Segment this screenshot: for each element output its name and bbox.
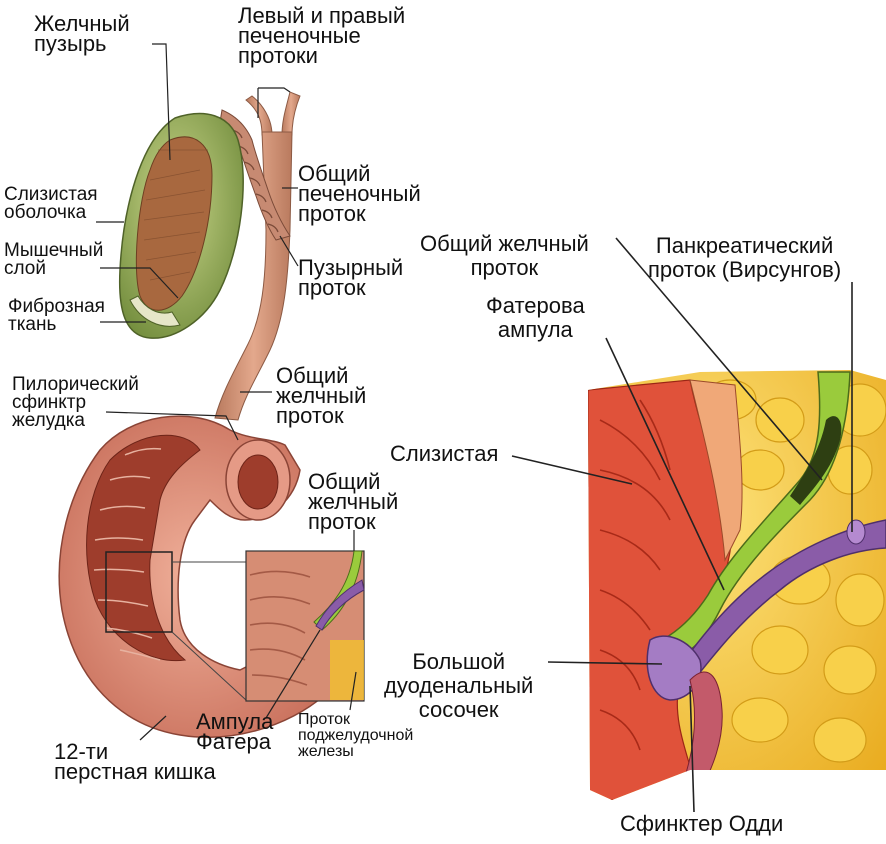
zoom-line-bottom [171,631,247,701]
label-right-common-bile-duct: Общий желчный проток [420,232,589,280]
label-line: перстная кишка [54,759,216,784]
label-gallbladder: Желчный пузырь [34,11,130,56]
label-fibrous-tissue: Фиброзная ткань [8,296,105,335]
label-line: дуоденальный [384,673,534,698]
cystic-duct-folds [231,129,279,233]
label-line: Левый и правый [238,3,406,28]
label-mucosa-left: Слизистая оболочка [4,184,98,223]
label-line: Общий [276,363,349,388]
label-right-major-papilla: Большой дуоденальный сосочек [384,650,533,722]
gallbladder-cut-layer [129,295,181,327]
inset-folds [249,570,311,686]
label-common-hepatic-duct: Общий печеночный проток [298,161,421,226]
label-line: желчный [276,383,367,408]
label-line: Общий [298,161,371,186]
label-line: желудка [12,410,85,431]
label-line: проток (Вирсунгов) [648,257,842,282]
label-line: проток [308,509,376,534]
label-line: поджелудочной [298,727,414,744]
label-common-bile-duct-1: Общий желчный проток [276,363,367,428]
leader-lines-left [96,43,357,741]
label-line: Пузырный [298,255,404,280]
label-ampulla: Ампула Фатера [196,709,274,754]
label-right-mucosa: Слизистая [390,442,498,466]
pylorus-lumen [237,454,279,510]
hepatic-duct-right [281,91,301,136]
label-line: проток [298,275,366,300]
label-line: Фатера [196,729,272,754]
papilla-cross-section [588,370,886,800]
label-line: ампула [497,317,573,342]
zoom-frame [105,551,173,633]
label-line: Фатерова [486,293,585,318]
gallbladder-texture [143,149,208,281]
label-line: Желчный [34,11,130,36]
right-bile-duct-lumen [790,416,842,505]
duodenum-folds [93,447,162,661]
gallbladder-lumen [135,136,213,311]
label-line: оболочка [4,202,87,223]
label-line: слой [4,258,46,279]
label-pancreatic-duct-small: Проток поджелудочной железы [298,712,413,760]
label-line: Общий желчный [420,231,589,256]
muscle-layer [689,379,743,562]
duodenum-lumen [86,434,201,662]
label-line: Слизистая [390,441,499,466]
label-duodenum: 12-ти перстная кишка [54,739,216,784]
label-line: Слизистая [4,184,98,205]
oddi-sphincter-shape [679,671,723,791]
label-line: проток [470,255,539,280]
leader-lines-right [511,237,853,813]
label-line: желчный [308,489,399,514]
inset-fat [330,640,364,700]
label-line: Ампула [196,709,274,734]
label-line: Мышечный [4,240,104,261]
label-pyloric-sphincter: Пилорический сфинктр желудка [12,374,139,431]
label-line: Общий [308,469,381,494]
label-line: Панкреатический [655,233,834,258]
label-right-oddi-sphincter: Сфинктер Одди [620,812,783,836]
inset-pancreatic-duct [315,579,365,631]
label-line: Большой [412,649,505,674]
label-right-vater-ampulla: Фатерова ампула [486,294,585,342]
label-common-bile-duct-2: Общий желчный проток [308,469,399,534]
label-line: 12-ти [54,739,109,764]
label-line: Проток [298,711,350,728]
label-line: протоки [238,43,318,68]
label-line: сфинктр [12,392,87,413]
label-cystic-duct: Пузырный проток [298,255,404,300]
label-line: железы [298,743,354,760]
label-line: ткань [8,314,57,335]
fat-lobules [703,379,886,763]
mucosa-folds [599,399,671,751]
label-line: проток [298,201,366,226]
label-line: Сфинктер Одди [620,811,784,836]
label-line: сосочек [418,697,499,722]
label-line: печеночные [238,23,361,48]
label-line: Фиброзная [8,296,105,317]
label-line: проток [276,403,344,428]
label-hepatic-ducts: Левый и правый печеночные протоки [238,3,406,68]
pancreatic-duct-opening [846,519,866,545]
hepatic-duct-left [245,95,273,136]
label-line: пузырь [34,31,107,56]
label-line: Пилорический [12,374,139,395]
label-line: печеночный [298,181,421,206]
label-right-pancreatic-duct: Панкреатический проток (Вирсунгов) [648,234,841,282]
label-muscle-layer: Мышечный слой [4,240,104,279]
